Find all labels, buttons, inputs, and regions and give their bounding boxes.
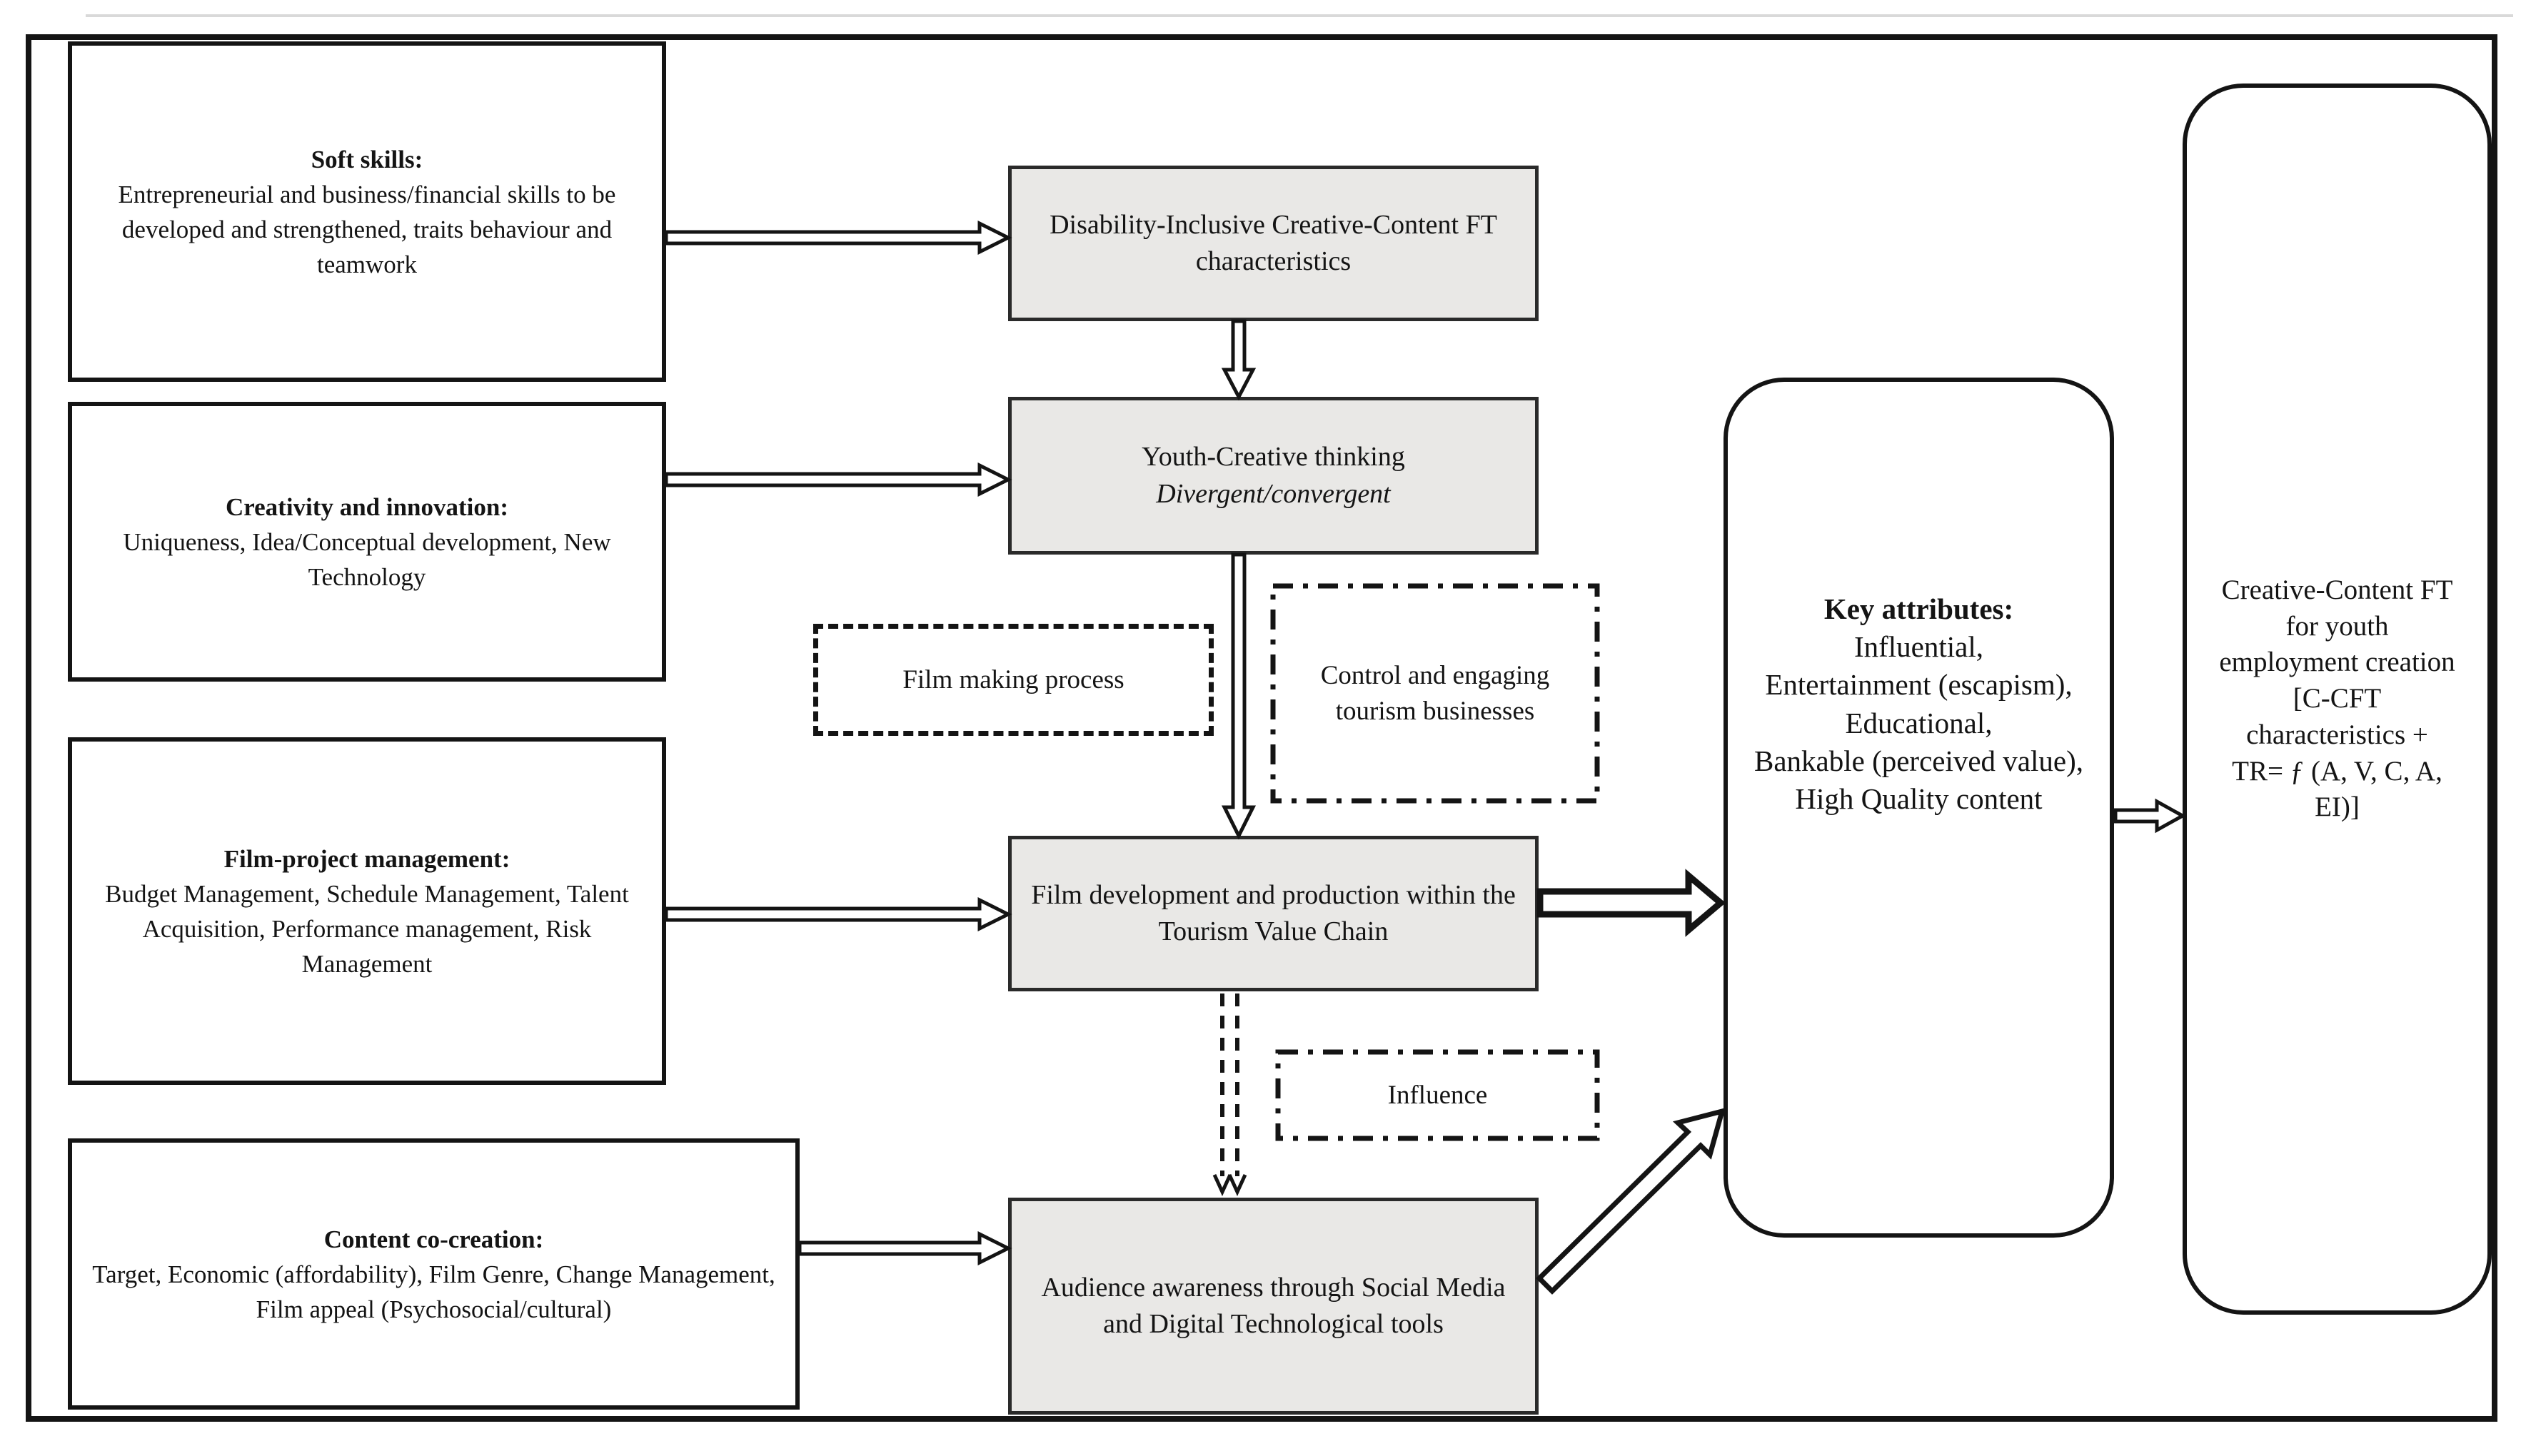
input-box-title: Creativity and innovation:: [225, 492, 509, 521]
input-box-body: Budget Management, Schedule Management, …: [105, 879, 629, 978]
process-box-label: Film development and production within t…: [1031, 879, 1516, 946]
process-box-label: Disability-Inclusive Creative-Content FT…: [1050, 209, 1497, 276]
annotation-box-influence: Influence: [1275, 1049, 1600, 1141]
process-box-film-development-production: Film development and production within t…: [1008, 836, 1539, 991]
input-box-title: Content co-creation:: [323, 1225, 544, 1253]
process-box-youth-creative-thinking: Youth-Creative thinking Divergent/conver…: [1008, 397, 1539, 555]
outcome-box-lines: Creative-Content FT for youth employment…: [2219, 575, 2455, 823]
annotation-box-film-making-process: Film making process: [813, 624, 1214, 736]
outcome-box-lines: Influential, Entertainment (escapism), E…: [1753, 630, 2083, 816]
process-box-label: Youth-Creative thinking: [1142, 442, 1405, 472]
annotation-box-label: Control and engaging tourism businesses: [1320, 660, 1550, 726]
process-box-disability-inclusive-characteristics: Disability-Inclusive Creative-Content FT…: [1008, 166, 1539, 321]
input-box-title: Film-project management:: [223, 844, 510, 873]
input-box-body: Target, Economic (affordability), Film G…: [92, 1260, 775, 1323]
process-box-audience-awareness: Audience awareness through Social Media …: [1008, 1198, 1539, 1415]
scan-artifact-line: [86, 14, 2513, 17]
input-box-content-co-creation: Content co-creation: Target, Economic (a…: [68, 1138, 800, 1410]
input-box-body: Entrepreneurial and business/financial s…: [118, 180, 616, 278]
process-box-sublabel: Divergent/convergent: [1156, 478, 1391, 509]
annotation-box-label: Influence: [1387, 1080, 1488, 1110]
outcome-box-creative-content-ft: Creative-Content FT for youth employment…: [2183, 84, 2492, 1315]
diagram-outer-frame: [26, 34, 2497, 1422]
input-box-body: Uniqueness, Idea/Conceptual development,…: [123, 527, 611, 591]
process-box-label: Audience awareness through Social Media …: [1041, 1272, 1506, 1339]
outcome-box-title: Key attributes:: [1823, 592, 2014, 625]
input-box-film-project-management: Film-project management: Budget Manageme…: [68, 737, 666, 1085]
annotation-box-control-engaging-tourism: Control and engaging tourism businesses: [1270, 583, 1600, 804]
input-box-title: Soft skills:: [311, 145, 423, 173]
input-box-soft-skills: Soft skills: Entrepreneurial and busines…: [68, 41, 666, 382]
annotation-box-label: Film making process: [902, 664, 1124, 694]
input-box-creativity-innovation: Creativity and innovation: Uniqueness, I…: [68, 402, 666, 682]
outcome-box-key-attributes: Key attributes: Influential, Entertainme…: [1724, 378, 2114, 1238]
